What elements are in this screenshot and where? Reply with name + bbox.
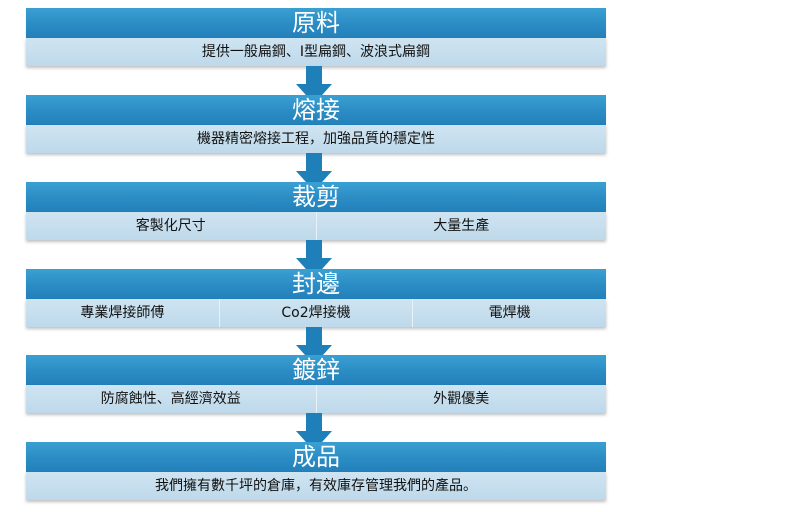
stage-title: 原料 [26,8,606,38]
down-arrow-icon [296,66,332,104]
stage-detail: 客製化尺寸 [135,218,206,234]
stage-detail: 外觀優美 [315,385,607,413]
stage-title: 鍍鋅 [26,355,606,385]
stage-title: 裁剪 [26,182,606,212]
down-arrow-icon [296,413,332,451]
stage-detail: 提供一般扁鋼、I型扁鋼、波浪式扁鋼 [201,44,431,60]
stage-galvanizing: 鍍鋅 防腐蝕性、高經濟效益 外觀優美 [26,355,606,413]
stage-detail-row: 防腐蝕性、高經濟效益 外觀優美 [26,385,606,413]
stage-raw-material: 原料 提供一般扁鋼、I型扁鋼、波浪式扁鋼 [26,8,606,66]
down-arrow-icon [296,240,332,278]
stage-detail-row: 提供一般扁鋼、I型扁鋼、波浪式扁鋼 [26,38,606,66]
stage-edge-sealing: 封邊 專業焊接師傅 Co2焊接機 電焊機 [26,269,606,327]
stage-detail: 專業焊接師傅 [80,305,165,321]
stage-finished-product: 成品 我們擁有數千坪的倉庫，有效庫存管理我們的產品。 [26,442,606,500]
stage-welding: 熔接 機器精密熔接工程，加強品質的穩定性 [26,95,606,153]
stage-detail-row: 我們擁有數千坪的倉庫，有效庫存管理我們的產品。 [26,472,606,500]
stage-detail-row: 專業焊接師傅 Co2焊接機 電焊機 [26,299,606,327]
stage-detail: 我們擁有數千坪的倉庫，有效庫存管理我們的產品。 [155,478,477,494]
stage-title: 成品 [26,442,606,472]
down-arrow-icon [296,153,332,191]
down-arrow-icon [296,327,332,365]
stage-detail: 機器精密熔接工程，加強品質的穩定性 [197,131,435,147]
stage-detail: Co2焊接機 [218,299,413,327]
stage-title: 封邊 [26,269,606,299]
stage-detail: 電焊機 [412,299,606,327]
stage-detail: 大量生產 [315,212,607,240]
stage-detail: 防腐蝕性、高經濟效益 [100,391,241,407]
stage-cutting: 裁剪 客製化尺寸 大量生產 [26,182,606,240]
stage-detail-row: 客製化尺寸 大量生產 [26,212,606,240]
stage-detail-row: 機器精密熔接工程，加強品質的穩定性 [26,125,606,153]
stage-title: 熔接 [26,95,606,125]
